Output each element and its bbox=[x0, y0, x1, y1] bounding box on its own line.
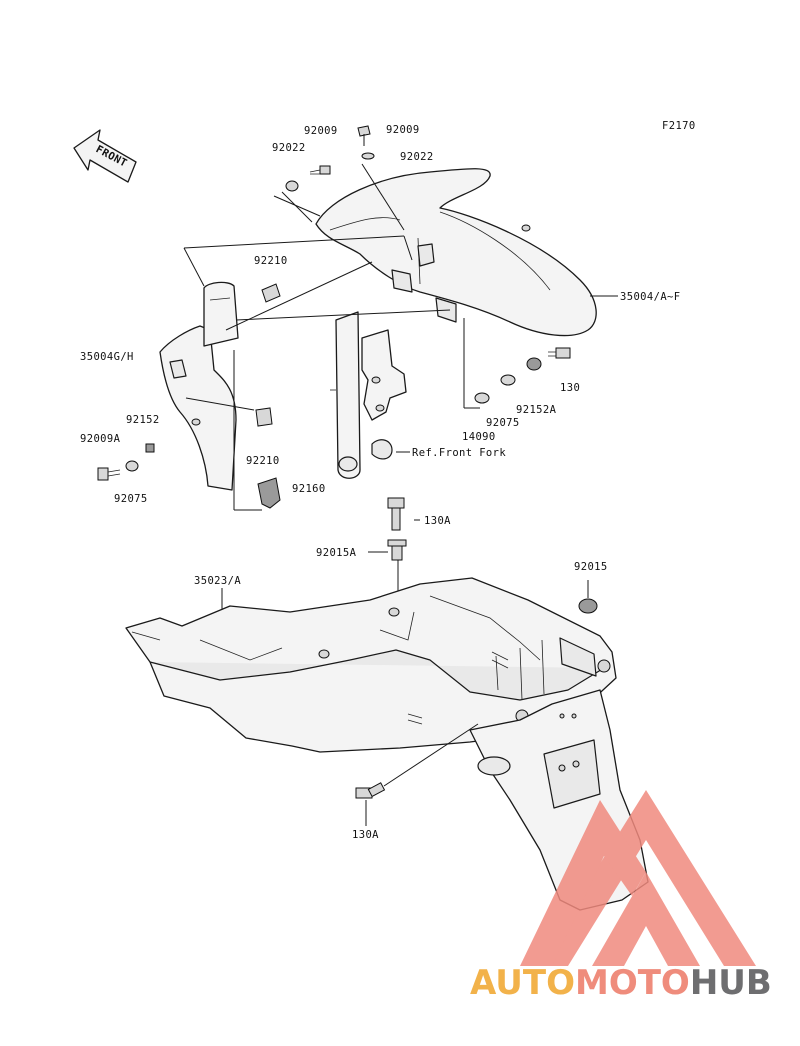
clip-92210-bottom bbox=[255, 407, 273, 427]
washer-92075-left bbox=[125, 460, 139, 472]
label-92009a: 92009A bbox=[80, 433, 121, 445]
label-92015: 92015 bbox=[574, 561, 608, 573]
label-35004-gh: 35004G/H bbox=[80, 351, 134, 363]
front-fender bbox=[315, 168, 597, 337]
label-92160: 92160 bbox=[292, 483, 326, 495]
pad-92160 bbox=[257, 477, 281, 509]
figure-id: F2170 bbox=[662, 120, 696, 132]
front-direction-arrow: FRONT bbox=[73, 129, 137, 183]
clip-92210-top bbox=[261, 283, 281, 303]
watermark-auto: AUTO bbox=[470, 963, 575, 1003]
front-fork bbox=[330, 311, 407, 479]
leader-lines-upper bbox=[183, 163, 618, 606]
bolt-130a-bottom bbox=[355, 782, 386, 799]
grommet-92015 bbox=[578, 598, 598, 614]
label-92009-left: 92009 bbox=[304, 125, 338, 137]
label-ref-front-fork: Ref.Front Fork bbox=[412, 447, 506, 459]
part-labels: 92009 92009 92022 92022 92210 35004/A~F … bbox=[80, 124, 681, 841]
washer-92075-right bbox=[500, 374, 516, 386]
label-92075-left: 92075 bbox=[114, 493, 148, 505]
washer-92022-right bbox=[361, 152, 375, 160]
rear-fender-tray bbox=[125, 577, 649, 911]
label-130a-top: 130A bbox=[424, 515, 451, 527]
collar-92152 bbox=[145, 443, 155, 453]
watermark-moto: MOTO bbox=[575, 963, 690, 1003]
bolt-92009a bbox=[97, 467, 121, 481]
watermark-triangle-icon bbox=[520, 790, 756, 966]
label-14090: 14090 bbox=[462, 431, 496, 443]
bolt-92009-left bbox=[309, 165, 331, 175]
watermark-text: AUTOMOTOHUB bbox=[470, 963, 772, 1003]
bolt-130 bbox=[548, 347, 571, 359]
label-92015a: 92015A bbox=[316, 547, 357, 559]
collar-92015a bbox=[387, 539, 407, 561]
label-92022-left: 92022 bbox=[272, 142, 306, 154]
collar-92152a bbox=[526, 357, 542, 371]
label-92210-bottom: 92210 bbox=[246, 455, 280, 467]
watermark-hub: HUB bbox=[690, 963, 772, 1003]
label-35004-af: 35004/A~F bbox=[620, 291, 681, 303]
bolt-130a-top bbox=[387, 497, 405, 531]
label-130: 130 bbox=[560, 382, 580, 394]
bolt-92009-right bbox=[357, 125, 371, 146]
washer-92022-left bbox=[285, 180, 299, 192]
watermark-logo: AUTOMOTOHUB bbox=[470, 790, 772, 1003]
label-92210-top: 92210 bbox=[254, 255, 288, 267]
label-92152a: 92152A bbox=[516, 404, 557, 416]
label-130a-bottom: 130A bbox=[352, 829, 379, 841]
label-92022-right: 92022 bbox=[400, 151, 434, 163]
label-35023a: 35023/A bbox=[194, 575, 241, 587]
label-92152: 92152 bbox=[126, 414, 160, 426]
label-92075-right: 92075 bbox=[486, 417, 520, 429]
leader-lines-lower bbox=[221, 519, 589, 826]
label-92009-right: 92009 bbox=[386, 124, 420, 136]
washer-14090 bbox=[474, 392, 490, 404]
front-fender-rear bbox=[159, 281, 239, 491]
